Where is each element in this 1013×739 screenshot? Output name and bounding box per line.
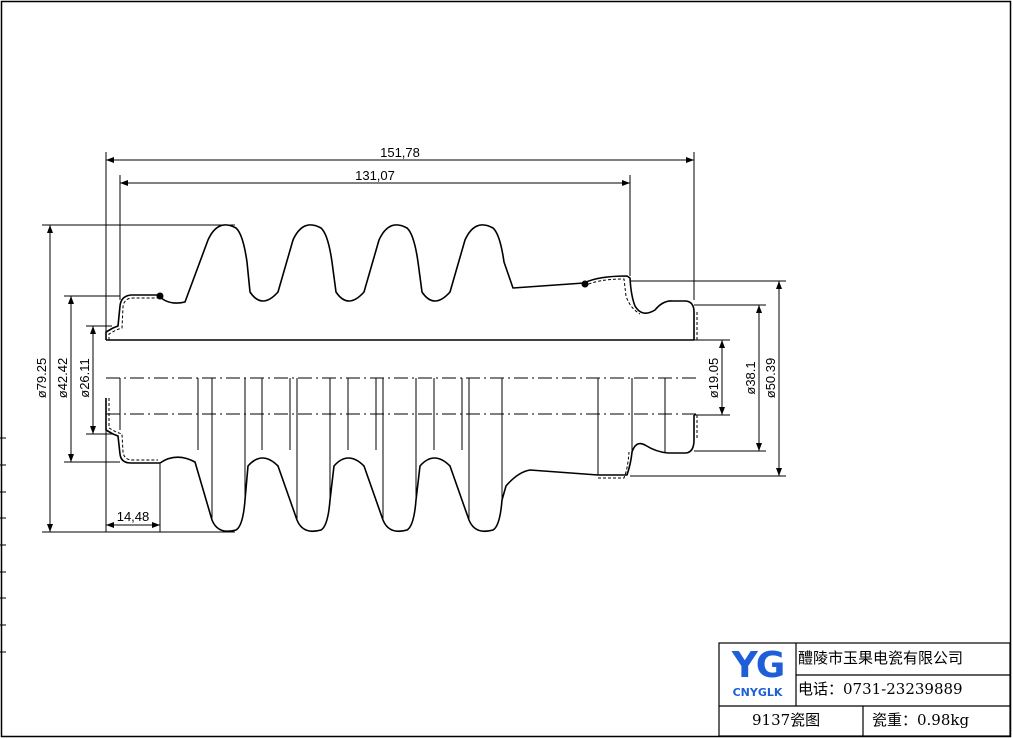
- title-block-grid: [718, 642, 1011, 737]
- drawing-name: 9137瓷图: [752, 711, 821, 729]
- dim-dia-38-1: ø38.1: [743, 361, 758, 394]
- porcelain-weight: 瓷重：0.98kg: [872, 711, 970, 729]
- hidden-lines: [106, 377, 700, 520]
- dim-inner-length: 131,07: [355, 168, 395, 183]
- phone-number: 电话：0731-23239889: [798, 680, 963, 698]
- dim-dia-19-05: ø19.05: [706, 358, 721, 398]
- dim-dia-26-11: ø26.11: [77, 358, 92, 398]
- company-logo: YG CNYGLK: [721, 645, 794, 705]
- dim-dia-50-39: ø50.39: [763, 358, 778, 398]
- company-name: 醴陵市玉果电瓷有限公司: [798, 649, 964, 667]
- dim-dia-79-25: ø79.25: [34, 358, 49, 398]
- boundary-dot-right: [581, 280, 589, 288]
- logo-letters: YG: [731, 645, 786, 686]
- glaze-lines: [108, 278, 698, 479]
- dimension-lines: [42, 152, 786, 533]
- dim-overall-length: 151,78: [380, 145, 420, 160]
- boundary-dot-left: [156, 292, 164, 300]
- logo-subtitle: CNYGLK: [732, 686, 783, 699]
- left-margin-ticks: [0, 437, 6, 653]
- dim-end-offset: 14,48: [117, 509, 150, 524]
- dim-dia-42-42: ø42.42: [55, 358, 70, 398]
